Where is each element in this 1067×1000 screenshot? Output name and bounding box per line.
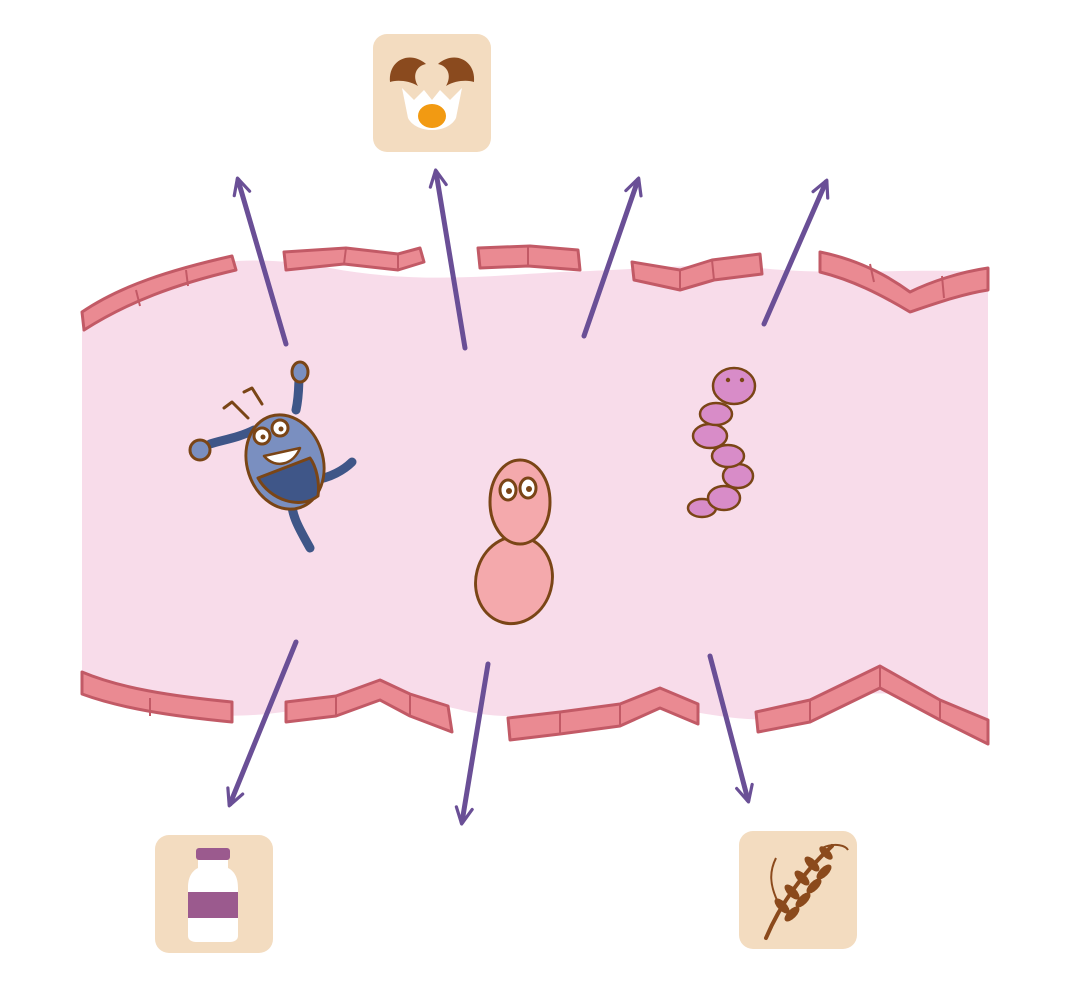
blue-bug-microbe: [188, 360, 357, 553]
upper-wall-segment-1: [80, 254, 238, 332]
upper-wall-segment-2: [282, 246, 426, 272]
upper-wall-segment-5: [818, 250, 990, 314]
lower-wall-cell-lines: [149, 666, 941, 734]
lower-wall-segment-3: [506, 686, 700, 742]
upper-wall-segment-4: [630, 252, 764, 292]
egg-tile: [373, 34, 491, 152]
purple-worm-microbe: [686, 366, 757, 519]
upper-wall-cell-lines: [135, 246, 945, 307]
wheat-icon: [764, 843, 849, 940]
milk-bottle-icon: [188, 848, 238, 942]
lower-wall-segment-4: [754, 664, 990, 746]
lower-gut-wall: [80, 664, 990, 746]
arrow-up-4: [761, 178, 830, 327]
upper-gut-wall: [80, 244, 990, 332]
lower-wall-segment-2: [284, 678, 454, 734]
arrow-down-3: [707, 653, 754, 804]
cracked-egg-icon: [389, 57, 475, 130]
arrow-up-1: [232, 176, 289, 347]
arrow-up-3: [581, 176, 643, 339]
arrow-down-1: [226, 639, 299, 808]
leak-arrows: [226, 168, 830, 826]
wheat-tile: [739, 831, 857, 949]
lower-wall-segment-1: [80, 670, 234, 724]
arrow-up-2: [428, 168, 468, 351]
arrow-down-2: [454, 661, 491, 826]
pink-blob-microbe: [474, 458, 554, 626]
milk-tile: [155, 835, 273, 953]
